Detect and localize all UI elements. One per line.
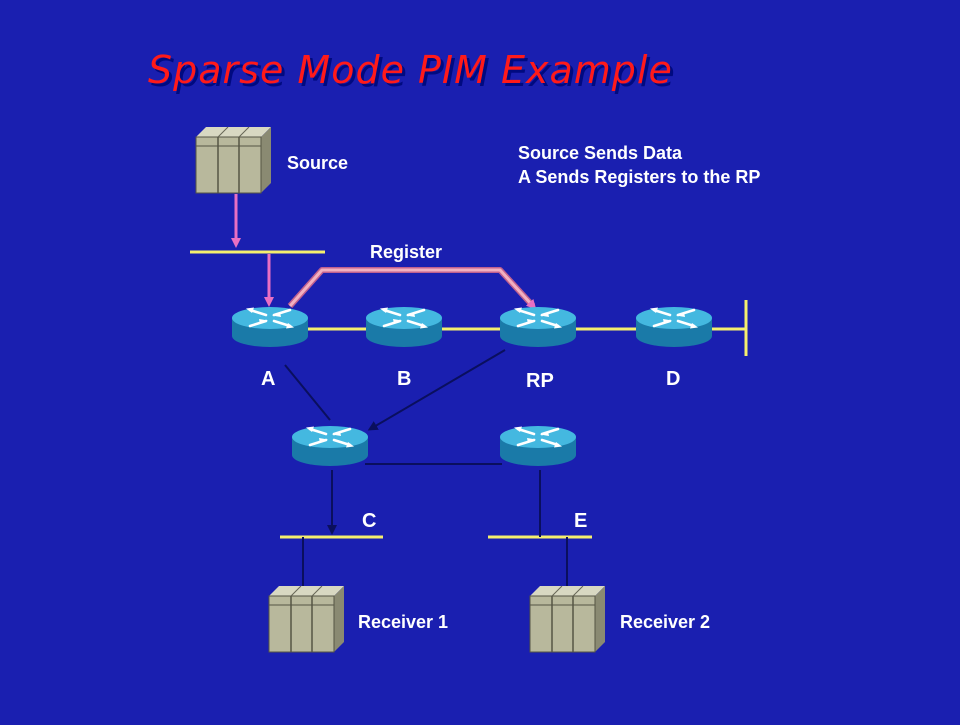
receiver1-server-icon xyxy=(268,585,345,653)
router-a-icon xyxy=(230,305,310,349)
register-path xyxy=(287,267,536,309)
router-d-icon xyxy=(634,305,714,349)
router-c-icon xyxy=(290,424,370,468)
router-e-label: E xyxy=(574,510,588,532)
router-d-label: D xyxy=(666,368,681,390)
note-line-1: Source Sends Data xyxy=(518,143,683,163)
source-label: Source xyxy=(287,153,349,173)
receiver1-label: Receiver 1 xyxy=(358,612,449,632)
receiver2-server-icon xyxy=(529,585,606,653)
source-server-icon xyxy=(195,126,272,194)
receiver2-label: Receiver 2 xyxy=(620,612,711,632)
register-label: Register xyxy=(370,242,443,262)
router-b-icon xyxy=(364,305,444,349)
router-e-icon xyxy=(498,424,578,468)
router-rp-icon xyxy=(498,305,578,349)
router-c-label: C xyxy=(362,510,377,532)
link-a-to-c xyxy=(284,364,331,421)
link-rp-to-c xyxy=(367,349,506,431)
page-title: Sparse Mode PIM Example xyxy=(148,48,673,92)
note-line-2: A Sends Registers to the RP xyxy=(518,167,761,187)
router-a-label: A xyxy=(261,368,276,390)
router-b-label: B xyxy=(397,368,412,390)
router-rp-label: RP xyxy=(526,370,554,392)
